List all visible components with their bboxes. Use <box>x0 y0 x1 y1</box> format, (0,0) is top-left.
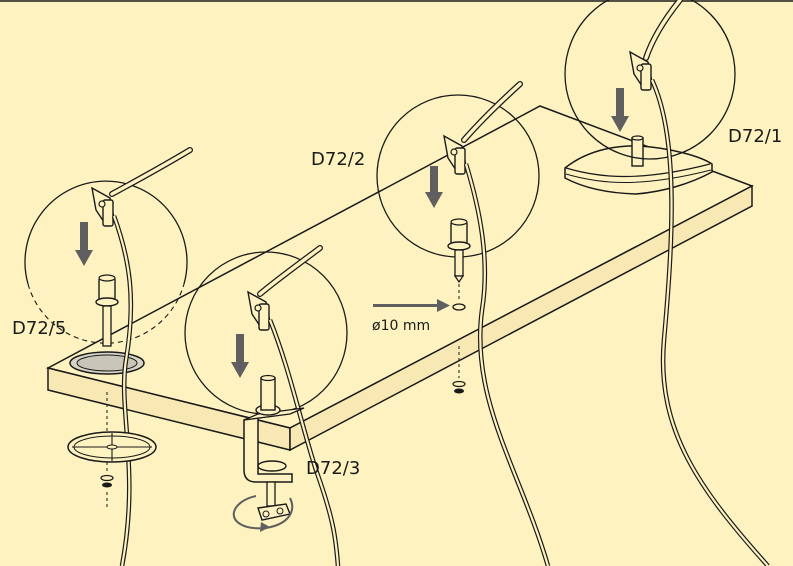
detail-circle-d72-5 <box>24 180 188 285</box>
label-d72-1: D72/1 <box>728 126 782 147</box>
clamp-body <box>243 415 293 483</box>
arrow-down-icon <box>616 88 624 116</box>
label-d72-5: D72/5 <box>12 318 66 339</box>
rotate-arrow-icon <box>232 495 294 530</box>
label-hole-diameter: ø10 mm <box>372 318 430 334</box>
desk-side-edge <box>289 184 753 452</box>
d72-3-group <box>184 245 348 566</box>
mount-pin <box>260 377 276 411</box>
arrow-down-icon <box>430 166 438 192</box>
label-d72-2: D72/2 <box>311 149 365 170</box>
drill-hole <box>452 303 466 311</box>
d72-2-group <box>373 81 551 566</box>
d72-5-group <box>24 147 193 566</box>
clamp-knob <box>257 503 291 521</box>
weighted-base <box>564 145 713 195</box>
label-d72-3: D72/3 <box>306 458 360 479</box>
arrow-down-icon <box>80 222 88 250</box>
arrow-right-icon <box>373 304 439 307</box>
base-pin <box>631 137 644 167</box>
desk <box>45 105 754 452</box>
d72-1-group <box>564 0 770 566</box>
clamp-screw <box>266 481 276 507</box>
arrow-down-icon <box>236 334 244 362</box>
detail-circle-d72-1 <box>564 0 736 160</box>
